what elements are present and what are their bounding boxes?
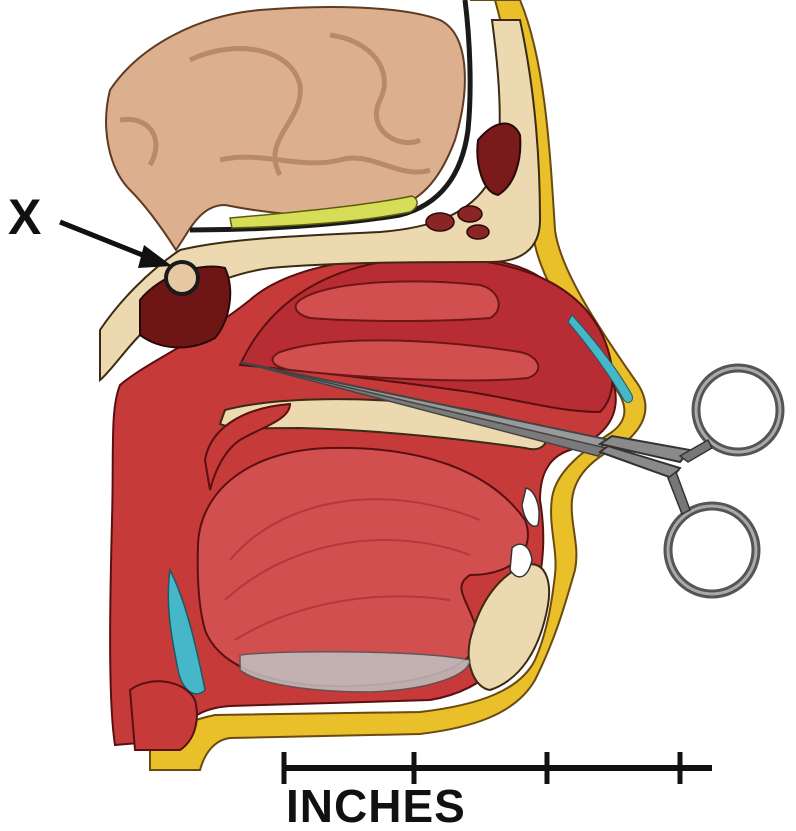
arrow-icon	[60, 222, 172, 268]
airway-larynx	[130, 681, 197, 750]
ethmoid-air-cell	[467, 225, 489, 239]
pituitary-gland	[166, 262, 198, 294]
pointer-label-x: X	[8, 192, 41, 242]
scale-unit-label: INCHES	[286, 783, 466, 829]
ethmoid-air-cell	[458, 206, 482, 222]
ethmoid-air-cell	[426, 213, 454, 231]
